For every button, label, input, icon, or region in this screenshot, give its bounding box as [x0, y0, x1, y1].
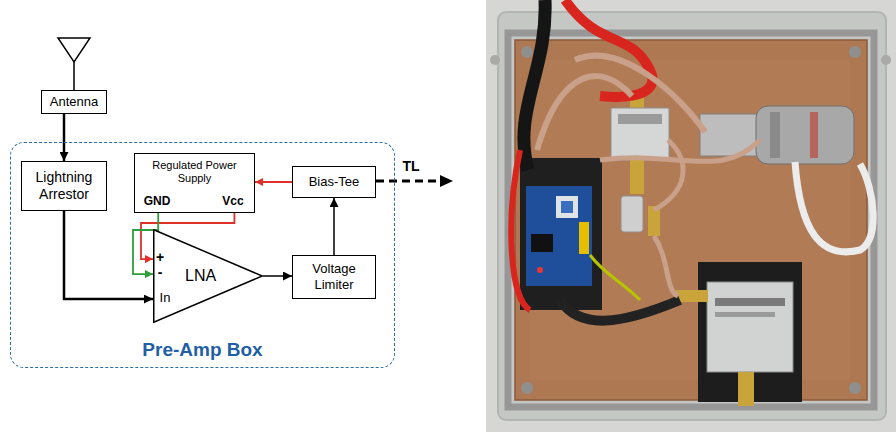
coax-cable: [600, 140, 760, 162]
pin-name: Vcc: [222, 195, 243, 208]
amplifier-triangle: LNA: [153, 229, 263, 323]
antenna-stem: [73, 62, 75, 90]
arrestor-band: [810, 112, 818, 158]
node-label: Voltage Limiter: [297, 261, 371, 292]
process-box: Voltage Limiter: [292, 255, 376, 299]
nut: [521, 46, 533, 58]
black-cable: [560, 300, 680, 321]
enclosure-box: Pre-Amp Box Lightning Arrestor Regulated P…: [10, 142, 395, 368]
connector: [64, 211, 153, 299]
node-label: Bias-Tee: [309, 174, 360, 190]
regulator-chip: [561, 201, 573, 213]
mount-frame: [508, 33, 874, 407]
nut: [849, 46, 861, 58]
coax-cable: [654, 236, 678, 296]
node-label: Antenna: [50, 94, 98, 110]
case-marking: [715, 298, 785, 306]
sma-connector: [676, 290, 708, 302]
coax-cable: [575, 56, 705, 132]
nut: [849, 382, 861, 394]
amplifier-case: [611, 108, 669, 160]
pin-name: In: [160, 291, 171, 305]
connector: [255, 181, 292, 183]
node-label: LNA: [185, 266, 216, 285]
transmission-line: [376, 180, 440, 183]
node-label: Lightning Arrestor: [26, 169, 102, 203]
antenna-symbol: [58, 38, 90, 62]
case-marking: [715, 312, 775, 317]
screw-boss: [490, 55, 500, 65]
red-wire: [511, 150, 530, 310]
node-label: Regulated Power Supply: [139, 159, 250, 185]
copper-board: [515, 40, 867, 400]
process-box: Lightning Arrestor: [21, 161, 107, 211]
sma-connector: [630, 160, 644, 194]
bias-tee-case: [707, 282, 793, 372]
antenna-box: Antenna: [41, 90, 107, 114]
coax-cable: [654, 140, 683, 210]
sma-connector: [648, 206, 660, 236]
dc-jack: [531, 234, 553, 252]
pin-name: -: [158, 265, 163, 280]
nut: [521, 382, 533, 394]
psu-pcb: [526, 186, 592, 286]
process-box: Bias-Tee: [292, 166, 376, 198]
amplifier-triangle: [154, 230, 263, 323]
arrow-head: [440, 175, 453, 187]
sma-connector: [738, 372, 754, 406]
pin-name: +: [156, 250, 164, 265]
limiter-case: [621, 196, 643, 232]
coax-cable: [537, 76, 632, 150]
arrestor-band: [770, 112, 780, 158]
header-pins: [579, 222, 589, 254]
black-cable: [524, 0, 545, 170]
signal-name: TL: [402, 159, 419, 174]
psu-mount: [520, 158, 602, 310]
enclosure-wall: [498, 12, 886, 420]
white-cable: [795, 162, 873, 252]
screw-boss: [881, 55, 891, 65]
pin-name: GND: [144, 195, 171, 208]
ground-wire: [590, 255, 640, 300]
group-title: Pre-Amp Box: [142, 339, 262, 362]
arrestor-body: [756, 106, 854, 164]
enclosure: [486, 0, 896, 432]
connector: [263, 275, 292, 277]
connector: [333, 198, 335, 255]
connector: [63, 114, 66, 161]
led: [537, 267, 543, 273]
regulator: [556, 196, 578, 218]
case-marking: [618, 114, 662, 124]
